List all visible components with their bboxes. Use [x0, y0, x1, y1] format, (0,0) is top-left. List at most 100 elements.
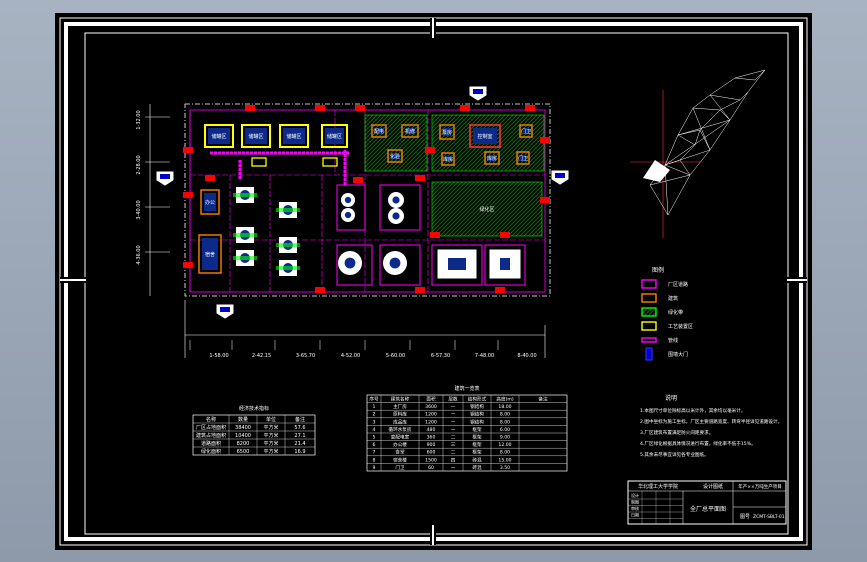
big-table-cell: 宿舍楼 [393, 456, 407, 463]
building-label: 门卫 [518, 155, 528, 162]
small-table-cell: 8200 [237, 441, 250, 447]
dim-label-bottom: 7-48.00 [475, 353, 494, 359]
dim-label-bottom: 2-42.15 [252, 353, 271, 359]
wire-edge [719, 109, 731, 121]
wireframe-3d-view [630, 69, 766, 238]
big-table-cell: 一 [451, 420, 456, 425]
small-table-cell: 绿化面积 [201, 448, 221, 455]
building-b12 [484, 151, 500, 165]
wire-edge [709, 119, 731, 151]
building-b15 [198, 234, 222, 274]
wire-edge [667, 174, 691, 216]
legend-swatch [641, 293, 657, 303]
red-marker [540, 137, 550, 143]
tb-scale-label: 图号 [740, 514, 750, 520]
red-marker [183, 192, 193, 198]
building-b2 [241, 124, 271, 148]
small-table-cell: 建筑占地面积 [196, 432, 226, 439]
title-block-frame [627, 480, 787, 525]
big-table-cell: 1 [373, 404, 376, 410]
tb-row-label: 设计 [631, 492, 639, 498]
building-label: 储罐区 [248, 133, 263, 140]
building-label: 办公 [205, 199, 215, 206]
legend-swatch [641, 337, 657, 343]
small-table-cell: 平方米 [263, 448, 278, 455]
building-label: 储罐区 [286, 133, 301, 140]
big-table-cell: 9 [373, 465, 376, 471]
wire-edge [709, 94, 731, 121]
dim-label-left: 2-28.00 [136, 155, 142, 174]
legend-label: 管线 [668, 337, 678, 344]
red-marker [205, 175, 215, 181]
big-table-cell: 一 [451, 466, 456, 471]
big-table-cell: 砖混 [472, 464, 482, 471]
wire-edge [692, 94, 711, 109]
wire-edge [699, 129, 711, 151]
tb-drawing-no: ZCMT-SBLT-01 [753, 514, 785, 520]
tower-band [276, 208, 300, 212]
big-table-cell: 1500 [425, 457, 437, 463]
big-table-cell: 四 [451, 457, 456, 463]
wire-edge [664, 149, 711, 166]
big-table-cell: 3600 [425, 404, 437, 410]
dim-label-bottom: 6-57.30 [431, 353, 450, 359]
big-table-cell: 钢结构 [470, 418, 484, 425]
cad-canvas[interactable]: 储罐区储罐区储罐区储罐区配电机修化验泵房控制室门卫库房库房门卫办公宿舍绿化区 1… [55, 13, 812, 550]
big-table-cell: 钢结构 [470, 403, 484, 410]
building-b6 [401, 124, 419, 138]
red-marker [245, 105, 255, 111]
red-marker [525, 105, 535, 111]
building-fill [445, 156, 451, 162]
building-b3 [279, 124, 309, 148]
big-table-cell: 6.00 [500, 427, 510, 433]
big-table-cell: 1200 [425, 419, 437, 425]
dim-label-left: 4-36.00 [136, 245, 142, 264]
small-table-cell: 16.9 [294, 449, 305, 455]
red-marker [315, 287, 325, 293]
buildings: 储罐区储罐区储罐区储罐区配电机修化验泵房控制室门卫库房库房门卫办公宿舍绿化区 [198, 124, 543, 286]
big-table-cell: 办公楼 [393, 441, 407, 448]
big-table-cell: 一 [451, 428, 456, 433]
legend-swatch [645, 347, 653, 361]
wire-edge [729, 91, 749, 121]
building-b13 [516, 151, 530, 165]
gate-markers [156, 86, 569, 319]
tower-band [233, 233, 257, 237]
tb-project: 年产××万吨生产项目 [738, 483, 782, 490]
building-label: 配电 [374, 128, 384, 135]
big-table-cell: 框架 [472, 441, 482, 448]
big-table-cell: 食堂 [395, 449, 405, 456]
building-label: 宿舍 [205, 251, 215, 258]
round-core [344, 257, 356, 269]
red-markers [183, 105, 550, 293]
legend-label: 建筑 [668, 295, 678, 302]
big-table-cell: 循环水泵房 [389, 426, 412, 433]
wire-edge [679, 159, 691, 176]
round-core [344, 196, 352, 204]
process-frame [379, 244, 421, 286]
small-table-cell: 21.4 [294, 441, 305, 447]
process-towers [233, 187, 300, 276]
big-table-cell: 5 [373, 435, 376, 441]
big-table-cell: 8.00 [500, 450, 510, 456]
site-plan[interactable]: 储罐区储罐区储罐区储罐区配电机修化验泵房控制室门卫库房库房门卫办公宿舍绿化区 1… [136, 86, 569, 359]
gate-marker-fill [473, 89, 483, 94]
red-marker [415, 287, 425, 293]
small-table-cell: 平方米 [263, 440, 278, 447]
building-label: 控制室 [477, 133, 492, 140]
process-frame [336, 244, 373, 286]
red-marker [355, 105, 365, 111]
building-label: 库房 [443, 156, 453, 163]
note-line: 2.图中坐标为施工坐标，厂区主要道路宽度、转弯半径详见道路设计。 [640, 418, 782, 425]
building-fill [202, 238, 218, 270]
building-label: 泵房 [442, 129, 452, 136]
big-table-cell: 框架 [472, 434, 482, 441]
big-table-cell: 7 [373, 450, 376, 456]
wire-edge [692, 107, 711, 151]
note-line: 5.其余未尽事宜详见各专业图纸。 [640, 451, 709, 458]
building-b7 [387, 149, 403, 163]
big-table-cell: 360 [427, 435, 436, 441]
